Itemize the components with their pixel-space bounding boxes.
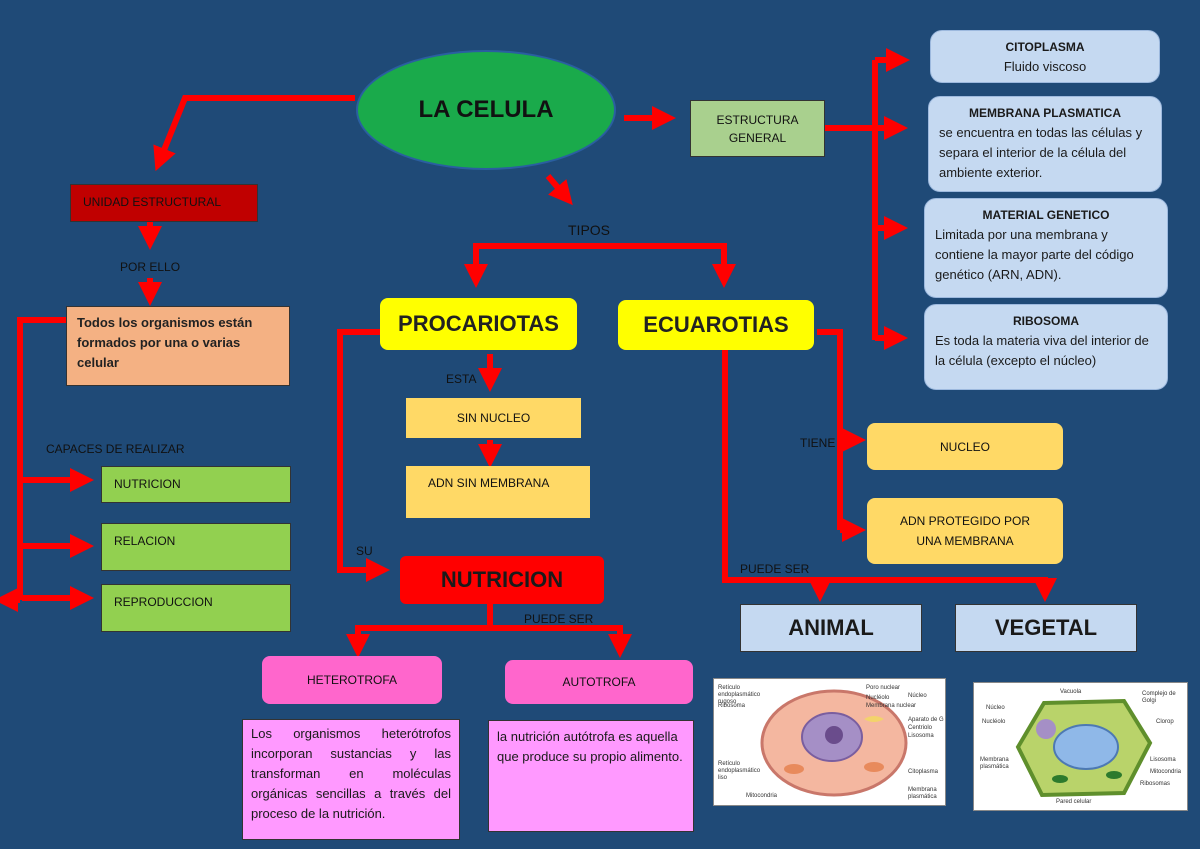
animal-label-7: Centriolo [908,725,933,731]
vegetal-label-3: Nucléolo [982,719,1006,725]
animal-label-3: Núcleo [908,693,927,699]
membrana-box: MEMBRANA PLASMATICA se encuentra en toda… [928,96,1162,192]
funcion-reproduccion-label: REPRODUCCION [114,595,213,609]
vegetal-label-9: Pared celular [1056,799,1092,805]
heterotrofa-label: HETEROTROFA [306,673,397,687]
adn-sin-membrana-label: ADN SIN MEMBRANA [428,476,550,490]
eucariotas-puede-ser-label: PUEDE SER [740,562,810,576]
animal-label-12: Mitocondria [746,793,778,799]
nutricion-box: NUTRICION [400,556,604,604]
heterotrofa-text: Los organismos heterótrofos incorporan s… [251,726,451,821]
ribosoma-text: Es toda la materia viva del interior de … [935,333,1149,368]
tipos-label: TIPOS [568,222,611,238]
vegetal-label-8: Ribosomas [1140,781,1171,787]
funcion-relacion-box: RELACION [101,523,291,571]
membrana-title: MEMBRANA PLASMATICA [969,106,1121,120]
vegetal-label-1: Vacuola [1060,689,1082,695]
animal-label-0: Retículo endoplasmático rugoso [718,685,761,705]
vegetal-label-7: Mitocondria [1150,769,1182,775]
esta-label: ESTA [446,372,477,386]
por-ello-label: POR ELLO [120,260,181,274]
nutricion-title: NUTRICION [440,567,564,592]
funcion-nutricion-label: NUTRICION [114,477,181,491]
vegetal-label: VEGETAL [994,615,1098,640]
animal-label: ANIMAL [788,615,874,640]
adn-protegido-box: ADN PROTEGIDO POR UNA MEMBRANA [867,498,1063,564]
material-genetico-text: Limitada por una membrana y contiene la … [935,227,1134,282]
autotrofa-text: la nutrición autótrofa es aquella que pr… [497,729,683,764]
heterotrofa-text-box: Los organismos heterótrofos incorporan s… [242,719,460,840]
animal-cell-image: Retículo endoplasmático rugoso Ribosoma … [713,678,946,806]
eucariotas-box: ECUAROTIAS [618,300,814,350]
todos-text: Todos los organismos están formados por … [77,315,253,370]
root-node: LA CELULA [356,50,616,170]
estructura-general-label: ESTRUCTURA GENERAL [716,112,799,145]
material-genetico-box: MATERIAL GENETICO Limitada por una membr… [924,198,1168,298]
capaces-label: CAPACES DE REALIZAR [46,442,185,456]
unidad-estructural-label: UNIDAD ESTRUCTURAL [83,195,222,209]
estructura-general-box: ESTRUCTURA GENERAL [690,100,825,157]
animal-label-5: Membrana nuclear [866,703,917,709]
vegetal-label-0: Núcleo [986,705,1005,711]
material-genetico-title: MATERIAL GENETICO [982,208,1110,222]
funcion-reproduccion-box: REPRODUCCION [101,584,291,632]
vegetal-cell-image: Núcleo Vacuola Complejo de Golgi Nucléol… [973,682,1188,811]
vegetal-cell-drawing [1015,698,1153,798]
citoplasma-box: CITOPLASMA Fluido viscoso [930,30,1160,83]
vegetal-label-2: Complejo de Golgi [1142,691,1176,704]
animal-label-4: Nucléolo [866,695,890,701]
su-label: SU [356,544,373,558]
adn-sin-membrana-box: ADN SIN MEMBRANA [406,466,590,518]
animal-label-9: Retículo endoplasmático liso [718,761,761,781]
animal-label-1: Ribosoma [718,703,746,709]
todos-box: Todos los organismos están formados por … [66,306,290,386]
animal-cell-drawing [760,689,908,797]
animal-label-6: Aparato de G [908,717,944,723]
sin-nucleo-box: SIN NUCLEO [406,398,581,438]
autotrofa-label: AUTOTROFA [562,675,636,689]
animal-label-11: Membrana plasmática [908,787,937,800]
unidad-estructural-box: UNIDAD ESTRUCTURAL [70,184,258,222]
vegetal-label-5: Membrana plasmática [980,757,1009,770]
funcion-nutricion-box: NUTRICION [101,466,291,503]
nucleo-box: NUCLEO [867,423,1063,470]
vegetal-box: VEGETAL [955,604,1137,652]
adn-protegido-label: ADN PROTEGIDO POR UNA MEMBRANA [899,514,1030,548]
nucleo-label: NUCLEO [939,439,990,454]
animal-label-10: Citoplasma [908,769,939,775]
citoplasma-title: CITOPLASMA [1005,40,1085,54]
autotrofa-box: AUTOTROFA [505,660,693,704]
procariotas-box: PROCARIOTAS [380,298,577,350]
funcion-relacion-label: RELACION [114,534,176,548]
ribosoma-title: RIBOSOMA [1013,314,1079,328]
membrana-text: se encuentra en todas las células y sepa… [939,125,1143,180]
ribosoma-box: RIBOSOMA Es toda la materia viva del int… [924,304,1168,390]
tiene-label: TIENE [800,436,836,450]
sin-nucleo-label: SIN NUCLEO [456,411,531,425]
procariotas-title: PROCARIOTAS [398,311,559,336]
root-title: LA CELULA [418,96,554,123]
animal-label-8: Lisosoma [908,733,934,739]
nutricion-puede-ser-label: PUEDE SER [524,612,594,626]
animal-label-2: Poro nuclear [866,685,901,691]
vegetal-label-6: Lisosoma [1150,757,1176,763]
heterotrofa-box: HETEROTROFA [262,656,442,704]
citoplasma-text: Fluido viscoso [1003,59,1087,74]
animal-box: ANIMAL [740,604,922,652]
autotrofa-text-box: la nutrición autótrofa es aquella que pr… [488,720,694,832]
vegetal-label-4: Clorop [1156,719,1174,725]
eucariotas-title: ECUAROTIAS [643,312,789,337]
